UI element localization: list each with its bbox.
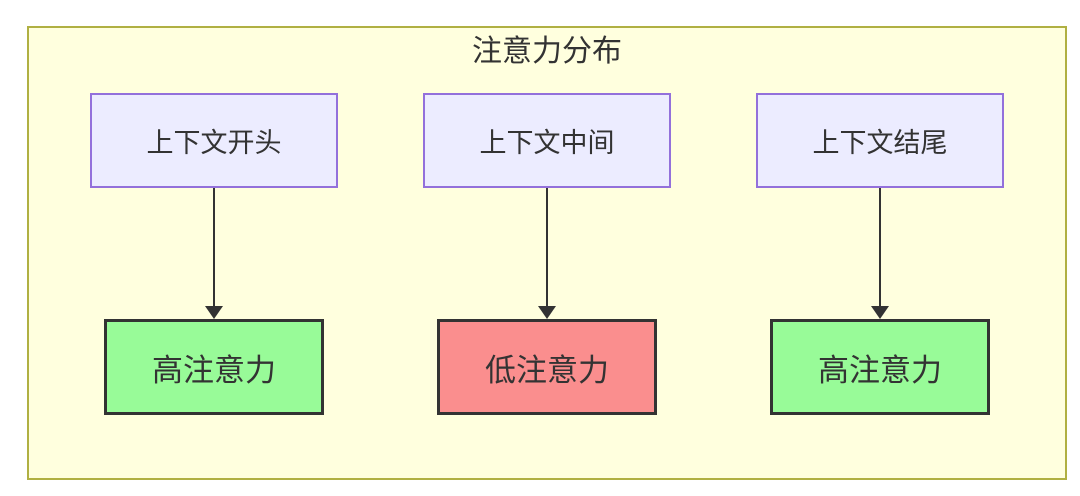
- flow-column-context-start: 上下文开头 高注意力: [47, 93, 381, 415]
- arrowhead-down-icon: [871, 306, 889, 319]
- node-high-attention-end: 高注意力: [770, 319, 990, 415]
- node-high-attention-start: 高注意力: [104, 319, 324, 415]
- arrow-start-to-high: [203, 188, 225, 319]
- node-context-middle-label: 上下文中间: [479, 128, 615, 158]
- arrow-line: [546, 188, 548, 307]
- node-low-attention-middle: 低注意力: [437, 319, 657, 415]
- flow-column-context-middle: 上下文中间 低注意力: [380, 93, 714, 415]
- arrowhead-down-icon: [205, 306, 223, 319]
- node-context-start-label: 上下文开头: [146, 128, 282, 158]
- node-context-end-label: 上下文结尾: [812, 128, 948, 158]
- arrow-line: [879, 188, 881, 307]
- node-high-attention-end-label: 高注意力: [818, 352, 942, 388]
- node-high-attention-start-label: 高注意力: [152, 352, 276, 388]
- arrow-end-to-high: [869, 188, 891, 319]
- arrowhead-down-icon: [538, 306, 556, 319]
- node-context-middle: 上下文中间: [423, 93, 671, 188]
- node-context-start: 上下文开头: [90, 93, 338, 188]
- attention-distribution-container: 注意力分布 上下文开头 高注意力 上下文中间 低注意力: [27, 26, 1067, 480]
- arrow-middle-to-low: [536, 188, 558, 319]
- node-context-end: 上下文结尾: [756, 93, 1004, 188]
- node-low-attention-middle-label: 低注意力: [485, 352, 609, 388]
- flow-column-context-end: 上下文结尾 高注意力: [713, 93, 1047, 415]
- diagram-title: 注意力分布: [472, 35, 622, 68]
- arrow-line: [213, 188, 215, 307]
